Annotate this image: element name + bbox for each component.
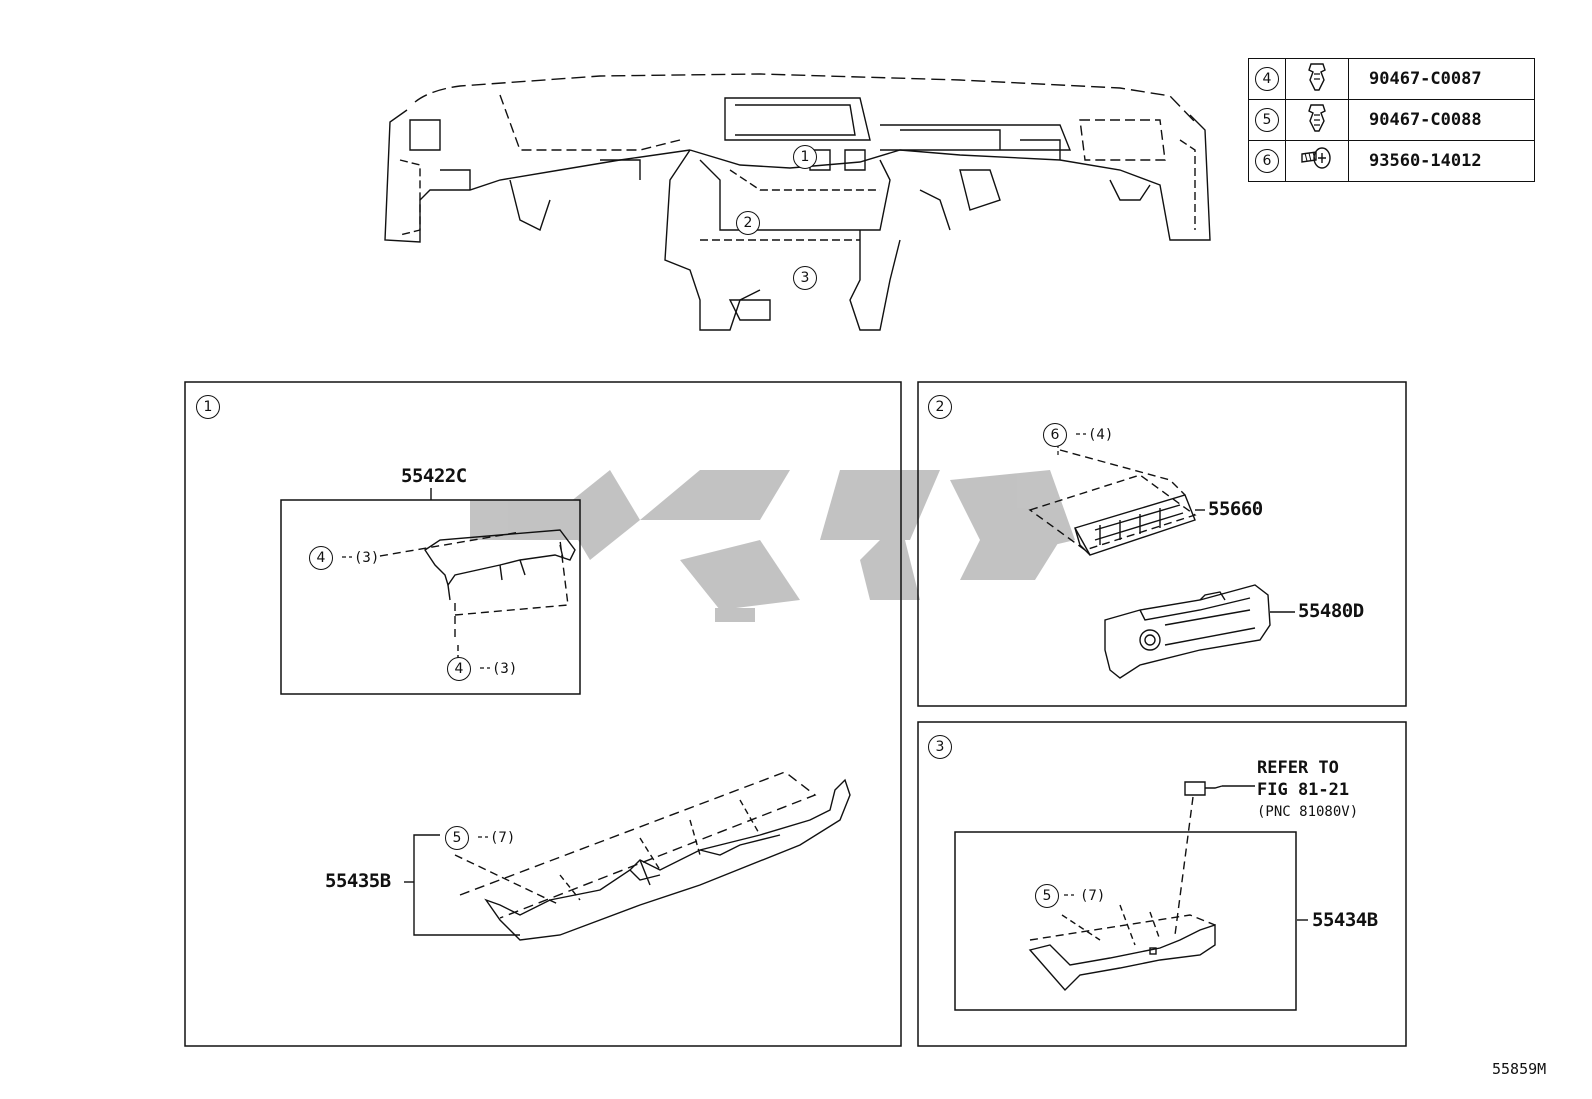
panel-1-art: [280, 488, 851, 941]
part-label-55480d[interactable]: 55480D: [1298, 600, 1364, 622]
legend-row: 5 90467-C0088: [1248, 99, 1535, 141]
part-number: 90467-C0088: [1348, 99, 1535, 141]
part-label-55422c[interactable]: 55422C: [401, 465, 467, 487]
fastener-callout: 5: [445, 826, 469, 850]
watermark-logo: [470, 470, 1075, 622]
clip-icon: [1308, 63, 1326, 91]
fastener-qty: (4): [1088, 427, 1114, 443]
fastener-qty: (3): [492, 661, 518, 677]
panel-2-art: [1028, 449, 1295, 679]
legend-row: 4 90467-C0087: [1248, 58, 1535, 100]
overview-callout-1[interactable]: 1: [793, 145, 817, 169]
fastener-callout: 4: [309, 546, 333, 570]
fastener-callout: 6: [1043, 423, 1067, 447]
part-label-55435b[interactable]: 55435B: [325, 870, 391, 892]
refer-to-note[interactable]: REFER TO FIG 81-21 (PNC 81080V): [1257, 757, 1358, 823]
overview-callout-3[interactable]: 3: [793, 266, 817, 290]
panel-2-frame: [917, 381, 1407, 707]
part-number: 90467-C0087: [1348, 58, 1535, 100]
panel-3-frame: [917, 721, 1407, 1047]
part-number: 93560-14012: [1348, 140, 1535, 182]
part-label-55434b[interactable]: 55434B: [1312, 909, 1378, 931]
callout-marker: 6: [1255, 149, 1279, 173]
panel-2-id: 2: [928, 395, 952, 419]
diagram-code: 55859M: [1492, 1060, 1547, 1078]
fastener-callout: 4: [447, 657, 471, 681]
refer-line: (PNC 81080V): [1257, 804, 1359, 820]
fastener-legend: 4 90467-C0087 5 90467-C0088 6: [1248, 58, 1535, 182]
fastener-qty: (7): [490, 830, 516, 846]
callout-marker: 4: [1255, 67, 1279, 91]
refer-line: FIG 81-21: [1257, 780, 1350, 800]
fastener-qty: (7): [1080, 888, 1106, 904]
part-label-55660[interactable]: 55660: [1208, 498, 1263, 520]
panel-3-art: [954, 781, 1308, 1011]
screw-icon: [1301, 147, 1331, 169]
fastener-qty: (3): [354, 550, 380, 566]
panel-3-id: 3: [928, 735, 952, 759]
dashboard-overview: [384, 73, 1211, 331]
callout-leaders: [342, 433, 1086, 896]
legend-row: 6 93560-14012: [1248, 140, 1535, 182]
panel-1-id: 1: [196, 395, 220, 419]
refer-line: REFER TO: [1257, 758, 1339, 778]
clip-icon: [1308, 104, 1326, 132]
fastener-callout: 5: [1035, 884, 1059, 908]
overview-callout-2[interactable]: 2: [736, 211, 760, 235]
callout-marker: 5: [1255, 108, 1279, 132]
panel-1-frame: [184, 381, 902, 1047]
